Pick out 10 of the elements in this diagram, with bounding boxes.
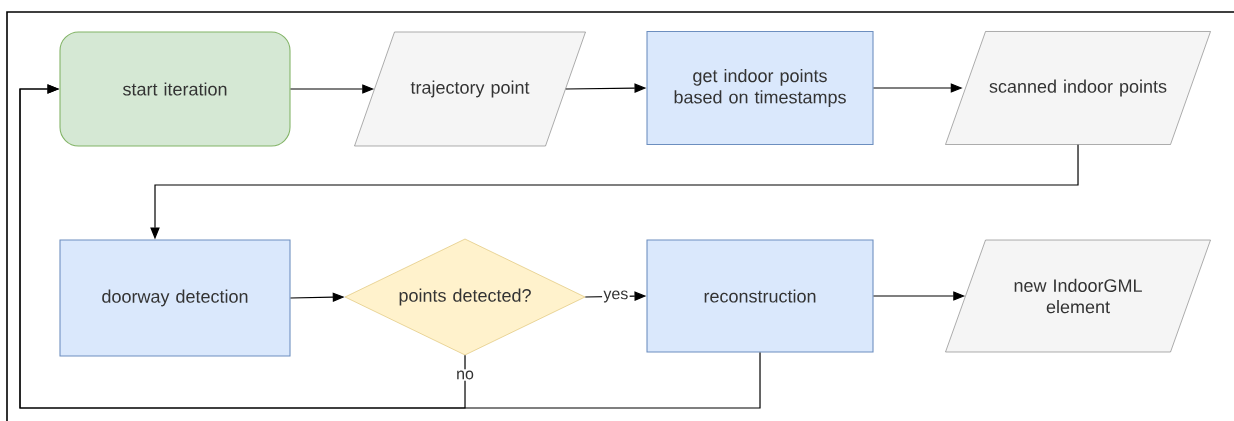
process-box: reconstruction	[646, 239, 874, 353]
start-box: start iteration	[59, 31, 291, 147]
data-parallelogram: new IndoorGML element	[945, 239, 1211, 353]
data-parallelogram: scanned indoor points	[945, 31, 1211, 145]
edge-label: no	[454, 369, 476, 381]
data-parallelogram: trajectory point	[354, 31, 586, 147]
arrow	[19, 84, 761, 409]
process-box: get indoor points based on timestamps	[646, 30, 874, 146]
process-box: doorway detection	[59, 239, 291, 357]
edge-label: yes	[602, 289, 630, 304]
